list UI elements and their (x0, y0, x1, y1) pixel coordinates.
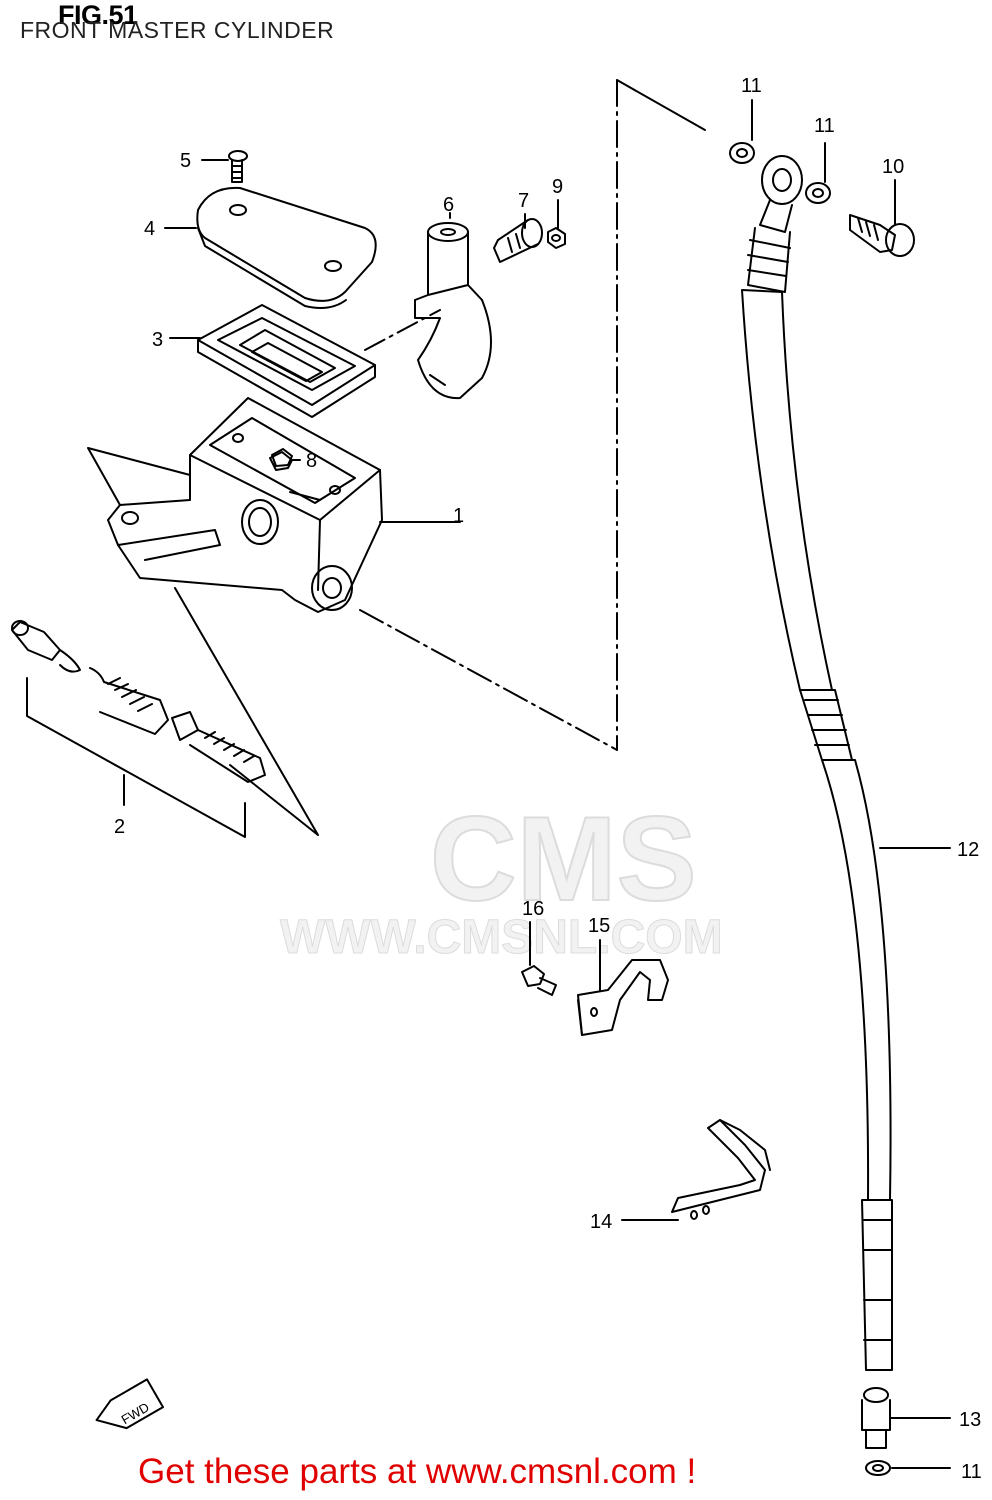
assembly-line (359, 609, 618, 751)
callout-5: 5 (180, 150, 191, 172)
callout-9: 9 (552, 176, 563, 198)
fitting-13 (861, 1387, 891, 1449)
figure-number: FIG.51 (58, 0, 138, 30)
figure-title: FRONT MASTER CYLINDER (20, 17, 335, 43)
diaphragm-3 (197, 304, 376, 418)
callout-labels: 1 2 3 4 5 6 7 8 9 10 11 11 11 12 13 14 1… (114, 75, 982, 1483)
watermark-url: WWW.CMSNL.COM (280, 911, 724, 965)
clamp-6 (414, 222, 492, 400)
bleeder-8 (271, 448, 293, 467)
bolt-7 (493, 218, 543, 263)
callout-4: 4 (144, 218, 155, 240)
callout-2: 2 (114, 816, 125, 838)
bracket-2 (26, 677, 246, 838)
assembly-line (616, 79, 706, 131)
callout-6: 6 (443, 194, 454, 216)
callout-1: 1 (453, 505, 464, 527)
callout-16: 16 (522, 898, 544, 920)
assembly-line (174, 587, 319, 836)
footer-link-text[interactable]: Get these parts at www.cmsnl.com ! (138, 1452, 697, 1491)
callout-14: 14 (590, 1211, 612, 1233)
forward-arrow (95, 1378, 164, 1430)
reservoir-cover-4 (196, 186, 377, 309)
banjo-bolt-10 (849, 214, 915, 257)
callout-11: 11 (814, 115, 835, 137)
clamp-15 (577, 959, 669, 1036)
callout-13: 13 (959, 1409, 981, 1431)
nut-9 (547, 227, 566, 249)
callout-11: 11 (741, 75, 762, 97)
bolt-16 (521, 965, 557, 996)
callout-10: 10 (882, 156, 904, 178)
washer-11 (805, 182, 831, 204)
screw-5 (228, 150, 248, 183)
assembly-line (364, 309, 441, 351)
callout-7: 7 (518, 190, 529, 212)
piston-kit-2 (11, 620, 266, 783)
clamp-14 (671, 1119, 771, 1220)
callout-3: 3 (152, 329, 163, 351)
watermark-logo: CMS (429, 791, 698, 927)
brake-hose-12 (741, 155, 893, 1371)
washer-11 (865, 1460, 891, 1476)
washer-11 (729, 142, 755, 164)
callout-11: 11 (961, 1461, 982, 1483)
callout-15: 15 (588, 915, 610, 937)
master-cylinder-body-1 (107, 397, 383, 613)
callout-12: 12 (957, 839, 979, 861)
callout-8: 8 (306, 450, 317, 472)
